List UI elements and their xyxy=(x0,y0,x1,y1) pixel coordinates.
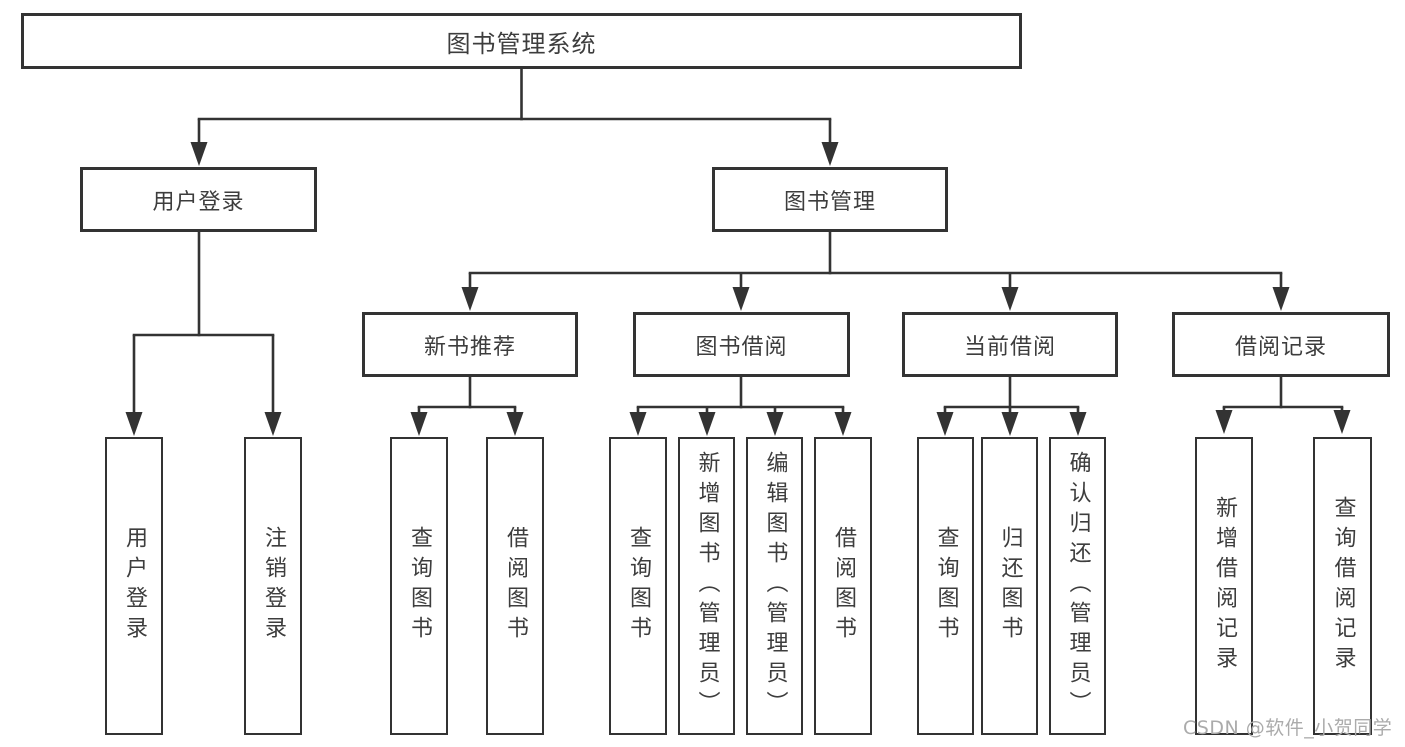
leaf-query-books-borrow: 查询图书 xyxy=(609,437,667,735)
node-new-book-recommendation: 新书推荐 xyxy=(362,312,578,377)
arrowhead-icon xyxy=(190,142,208,166)
csdn-watermark: CSDN @软件_小贺同学 xyxy=(1183,717,1393,739)
arrowhead-icon xyxy=(821,142,839,166)
arrowhead-icon xyxy=(766,412,784,436)
arrowhead-icon xyxy=(506,412,524,436)
arrowhead-icon xyxy=(125,412,143,436)
leaf-edit-books-admin: 编辑图书（管理员） xyxy=(746,437,803,735)
arrowhead-icon xyxy=(1272,287,1290,311)
node-book-management: 图书管理 xyxy=(712,167,948,232)
leaf-add-borrow-record: 新增借阅记录 xyxy=(1195,437,1253,735)
leaf-borrow-books-recommend: 借阅图书 xyxy=(486,437,544,735)
node-borrowing-records: 借阅记录 xyxy=(1172,312,1390,377)
leaf-query-books-current: 查询图书 xyxy=(917,437,974,735)
arrowhead-icon xyxy=(264,412,282,436)
arrowhead-icon xyxy=(1001,412,1019,436)
arrowhead-icon xyxy=(461,287,479,311)
arrowhead-icon xyxy=(732,287,750,311)
node-library-management-system: 图书管理系统 xyxy=(21,13,1022,69)
leaf-query-books-recommend: 查询图书 xyxy=(390,437,448,735)
arrowhead-icon xyxy=(1001,287,1019,311)
arrowhead-icon xyxy=(1333,410,1351,434)
arrowhead-icon xyxy=(1069,412,1087,436)
arrowhead-icon xyxy=(834,412,852,436)
leaf-add-books-admin: 新增图书（管理员） xyxy=(678,437,735,735)
leaf-query-borrow-record: 查询借阅记录 xyxy=(1313,437,1372,735)
leaf-borrow-books: 借阅图书 xyxy=(814,437,872,735)
node-user-login: 用户登录 xyxy=(80,167,317,232)
node-book-borrowing: 图书借阅 xyxy=(633,312,850,377)
arrowhead-icon xyxy=(410,412,428,436)
arrowhead-icon xyxy=(698,412,716,436)
leaf-return-books: 归还图书 xyxy=(981,437,1038,735)
node-current-borrowing: 当前借阅 xyxy=(902,312,1118,377)
leaf-logout: 注销登录 xyxy=(244,437,302,735)
arrowhead-icon xyxy=(629,412,647,436)
arrowhead-icon xyxy=(936,412,954,436)
leaf-user-login: 用户登录 xyxy=(105,437,163,735)
arrowhead-icon xyxy=(1215,410,1233,434)
leaf-confirm-return-admin: 确认归还（管理员） xyxy=(1049,437,1106,735)
